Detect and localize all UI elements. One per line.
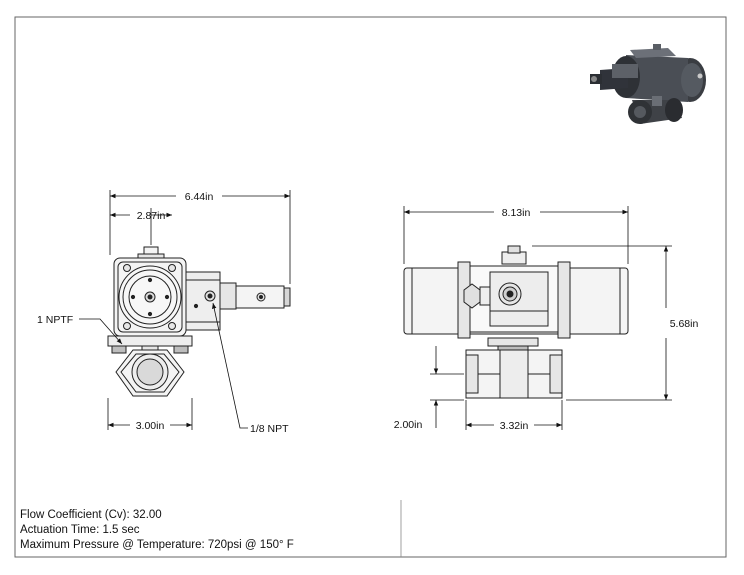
isometric-render [590,44,706,124]
dim-base-width-side: 3.00in [136,420,165,432]
label-port-left: 1 NPTF [37,314,73,326]
side-view [107,246,291,397]
front-view [403,245,629,399]
label-port-right: 1/8 NPT [250,423,289,435]
spec-actuation-time: Actuation Time: 1.5 sec [20,524,140,536]
spec-max-pressure: Maximum Pressure @ Temperature: 720psi @… [20,539,294,551]
specifications-block: Flow Coefficient (Cv): 32.00 Actuation T… [20,508,294,553]
dim-overall-width-side: 6.44in [185,191,214,203]
sheet-border [14,16,727,558]
dim-body-center-side: 2.87in [137,210,166,222]
dim-center-height-front: 2.00in [394,419,423,431]
dim-overall-height-front: 5.68in [670,318,699,330]
front-view-dimensions [403,206,672,430]
side-manifold-block [185,271,221,331]
dim-overall-width-front: 8.13in [502,207,531,219]
spec-flow-coefficient: Flow Coefficient (Cv): 32.00 [20,509,162,521]
side-view-dimensions [79,190,291,430]
dim-body-width-front: 3.32in [500,420,529,432]
